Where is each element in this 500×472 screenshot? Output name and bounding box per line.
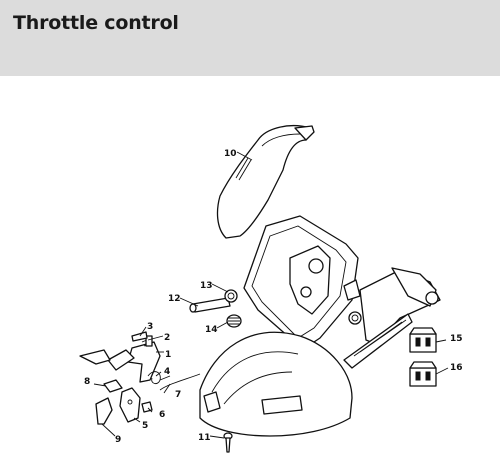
part-5-interlock-lever [119,387,141,423]
part-3-pin [131,331,148,342]
part-guide-bar-section [343,267,441,369]
part-2-spring [141,335,155,347]
callout-15: 15 [450,334,463,344]
part-7-throttle-rod [159,373,201,391]
callout-4: 4 [164,367,170,377]
part-8-throttle-lock [103,379,123,393]
callout-7: 7 [175,390,181,400]
callout-13: 13 [200,281,213,291]
part-15-av-buffer [409,327,437,353]
callout-6: 6 [159,410,165,420]
callout-14: 14 [205,325,218,335]
part-14-grommet [226,314,242,328]
callout-3: 3 [147,322,153,332]
callout-labels: 10 13 12 14 3 2 1 4 8 7 6 5 9 11 15 16 [84,149,463,445]
part-4-torsion-spring [147,371,171,385]
part-9-trigger-lever [95,397,113,425]
callout-11: 11 [198,433,211,443]
header-bar: Throttle control [0,0,500,76]
callout-8: 8 [84,377,90,387]
part-13-sleeve [224,289,238,303]
callout-12: 12 [168,294,181,304]
part-16-av-buffer [409,361,437,387]
part-11-screw [223,432,233,453]
page-title: Throttle control [13,12,179,34]
callout-9: 9 [115,435,121,445]
part-handle-housing [199,215,362,437]
callout-1: 1 [165,350,171,360]
part-12-pin [189,297,231,313]
callout-5: 5 [142,421,148,431]
callout-16: 16 [450,363,463,373]
part-handle-cover [216,125,315,239]
leader-lines [93,151,449,439]
callout-10: 10 [224,149,237,159]
callout-2: 2 [164,333,170,343]
